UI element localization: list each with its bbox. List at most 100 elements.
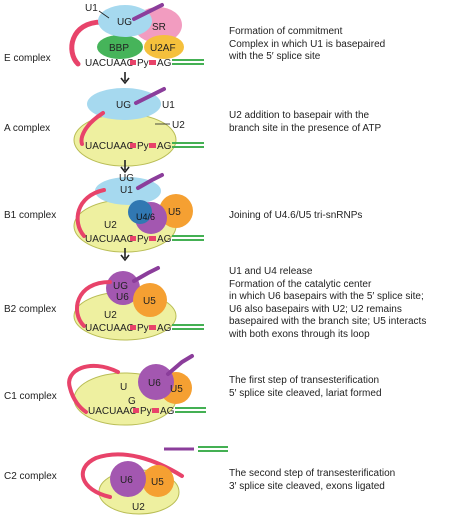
ag-site: AG (157, 323, 172, 334)
description-line: U1 and U4 release (229, 266, 313, 277)
u-tag: U (120, 382, 127, 393)
arrow-a-to-b1 (120, 160, 130, 174)
branch-py-link (130, 143, 136, 148)
branch-py-link (130, 236, 136, 241)
u5-tag: U5 (151, 477, 164, 488)
branch-site: UACUAAC (85, 323, 134, 334)
e-intron-loop (69, 19, 105, 67)
description-line: 5′ splice site cleaved, lariat formed (229, 387, 382, 399)
bbp-tag: BBP (109, 43, 129, 54)
description-line: 3′ splice site cleaved, exons ligated (229, 480, 385, 492)
a-complex-diagram: UG U1 U2 UACUAAC Py AG (73, 87, 204, 167)
py-tract: Py (140, 406, 152, 417)
py-tract: Py (137, 323, 149, 334)
b1-complex-description: Joining of U4.6/U5 tri-snRNPs (229, 210, 451, 223)
py-tract: Py (137, 141, 149, 152)
description-line: in which U6 basepairs with the 5′ splice… (229, 291, 424, 303)
u4-snrnp (128, 200, 152, 224)
branch-py-link (133, 408, 139, 413)
u2af-protein (144, 35, 184, 59)
c1-lariat-loop (67, 363, 120, 414)
u6-tag: U6 (116, 292, 129, 303)
b1-complex-diagram: UG U1 U4/6 U5 U2 UACUAAC Py AG (73, 173, 204, 253)
ag-site: AG (157, 234, 172, 245)
ug-tag: UG (116, 100, 131, 111)
ug-tag: UG (113, 281, 128, 292)
u6-tag: U6 (148, 378, 161, 389)
b2-complex-description: U1 and U4 release Formation of the catal… (229, 266, 451, 342)
e-complex-diagram: U1 UG SR BBP U2AF UACUAAC Py AG (69, 3, 204, 69)
description-line: Complex in which U1 is basepaired (229, 38, 386, 50)
py-ag-link (149, 325, 156, 330)
description-line: The second step of transesterification (229, 468, 396, 479)
u6-snrnp (138, 364, 174, 400)
u6-tag: U6 (120, 475, 133, 486)
description-line: branch site in the presence of ATP (229, 122, 382, 134)
bbp-protein (97, 35, 143, 59)
description-line: U6 also basepairs with U2; U2 remains (229, 303, 402, 315)
branch-site: UACUAAC (85, 141, 134, 152)
c2-complex-description: The second step of transesterification 3… (229, 468, 451, 493)
c1-exon-1 (166, 354, 194, 376)
arrow-b1-to-b2 (120, 248, 130, 262)
c1-complex-description: The first step of transesterification 5′… (229, 375, 451, 400)
u1-pointer (98, 10, 110, 19)
branch-site: UACUAAC (85, 234, 134, 245)
arrow-e-to-a (120, 72, 130, 85)
branch-py-link (130, 325, 136, 330)
b1-intron-loop (75, 188, 106, 238)
py-ag-link (152, 408, 159, 413)
b1-complex-label: B1 complex (4, 210, 57, 221)
u1-tag: U1 (85, 3, 98, 14)
u5-snrnp (142, 465, 174, 497)
description-line: with both exons through its loop (229, 328, 370, 340)
description-line: Formation of the catalytic center (229, 278, 372, 290)
description-line: The first step of transesterification (229, 375, 380, 386)
u6-snrnp (110, 461, 146, 497)
u5-tag: U5 (168, 207, 181, 218)
b2-complex-label: B2 complex (4, 304, 57, 315)
branch-py-link (130, 60, 136, 65)
description-line: U2 addition to basepair with the (229, 110, 370, 121)
ug-tag: UG (117, 17, 132, 28)
u6-snrnp (106, 271, 140, 305)
e-exon-tail (132, 3, 164, 21)
description-line: Formation of commitment (229, 26, 343, 37)
py-tract: Py (137, 58, 149, 69)
description-line: Joining of U4.6/U5 tri-snRNPs (229, 210, 363, 221)
b1-exon-tail (136, 173, 164, 190)
u5-snrnp (159, 194, 193, 228)
description-line: basepaired with the branch site; U5 inte… (229, 316, 427, 328)
u5-snrnp (133, 283, 167, 317)
py-tract: Py (137, 234, 149, 245)
e-complex-description: Formation of commitment Complex in which… (229, 26, 451, 64)
c1-complex-diagram: U G U6 U5 UACUAAC Py AG (67, 354, 206, 426)
u2-tag: U2 (104, 310, 117, 321)
ag-site: AG (157, 58, 172, 69)
a-complex-label: A complex (4, 123, 51, 134)
u2-tag: U2 (104, 220, 117, 231)
c2-lariat-intron (80, 452, 184, 499)
b2-exon-tail (132, 266, 160, 283)
ug-tag: UG (119, 173, 134, 184)
c1-complex-label: C1 complex (4, 391, 57, 402)
py-ag-link (149, 143, 156, 148)
py-ag-link (149, 236, 156, 241)
u5-tag: U5 (170, 384, 183, 395)
c2-complex-label: C2 complex (4, 471, 57, 482)
branch-site: UACUAAC (85, 58, 134, 69)
u1-tag: U1 (120, 185, 133, 196)
u5-tag: U5 (143, 296, 156, 307)
c2-complex-diagram: U6 U5 U2 (80, 446, 228, 515)
u1-tag: U1 (162, 100, 175, 111)
u1-snrnp (98, 5, 152, 37)
a-complex-description: U2 addition to basepair with the branch … (229, 110, 451, 135)
py-ag-link (149, 60, 156, 65)
e-complex-label: E complex (4, 53, 51, 64)
b2-complex-diagram: UG U6 U5 U2 UACUAAC Py AG (73, 266, 204, 341)
ag-site: AG (160, 406, 175, 417)
g-tag: G (128, 396, 136, 407)
u2-tag: U2 (132, 502, 145, 513)
